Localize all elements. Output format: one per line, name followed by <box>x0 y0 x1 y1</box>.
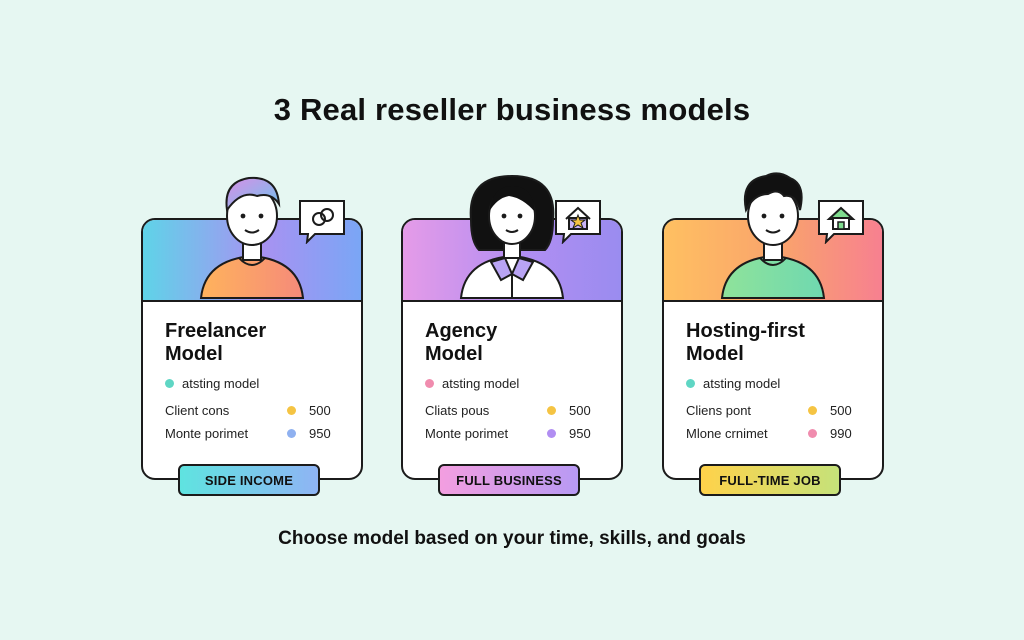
link-icon <box>299 200 345 244</box>
card-title: Hosting-first Model <box>686 320 805 365</box>
tagline-dot <box>686 379 695 388</box>
freelancer-avatar <box>199 176 305 299</box>
badge-full-time-job: FULL-TIME JOB <box>699 464 841 496</box>
footer-caption: Choose model based on your time, skills,… <box>278 528 746 549</box>
hosting-house-icon <box>818 200 864 244</box>
card-tagline: atsting model <box>425 376 519 391</box>
hosting-avatar <box>720 172 826 299</box>
card-tagline: atsting model <box>686 376 780 391</box>
badge-full-business: FULL BUSINESS <box>438 464 580 496</box>
model-card-hosting-first: Hosting-first Model atsting model Cliens… <box>662 172 884 496</box>
card-title: Freelancer Model <box>165 320 267 365</box>
badge-side-income: SIDE INCOME <box>178 464 320 496</box>
card-title: Agency Model <box>425 320 498 365</box>
agency-house-icon <box>555 200 601 244</box>
tagline-dot <box>425 379 434 388</box>
page-title: 3 Real reseller business models <box>273 92 751 127</box>
card-tagline: atsting model <box>165 376 259 391</box>
tagline-dot <box>165 379 174 388</box>
model-card-agency: Agency Model atsting model Cliats pous 5… <box>401 174 623 496</box>
agency-avatar <box>459 174 565 299</box>
model-card-freelancer: Freelancer Model atsting model Client co… <box>141 176 363 496</box>
